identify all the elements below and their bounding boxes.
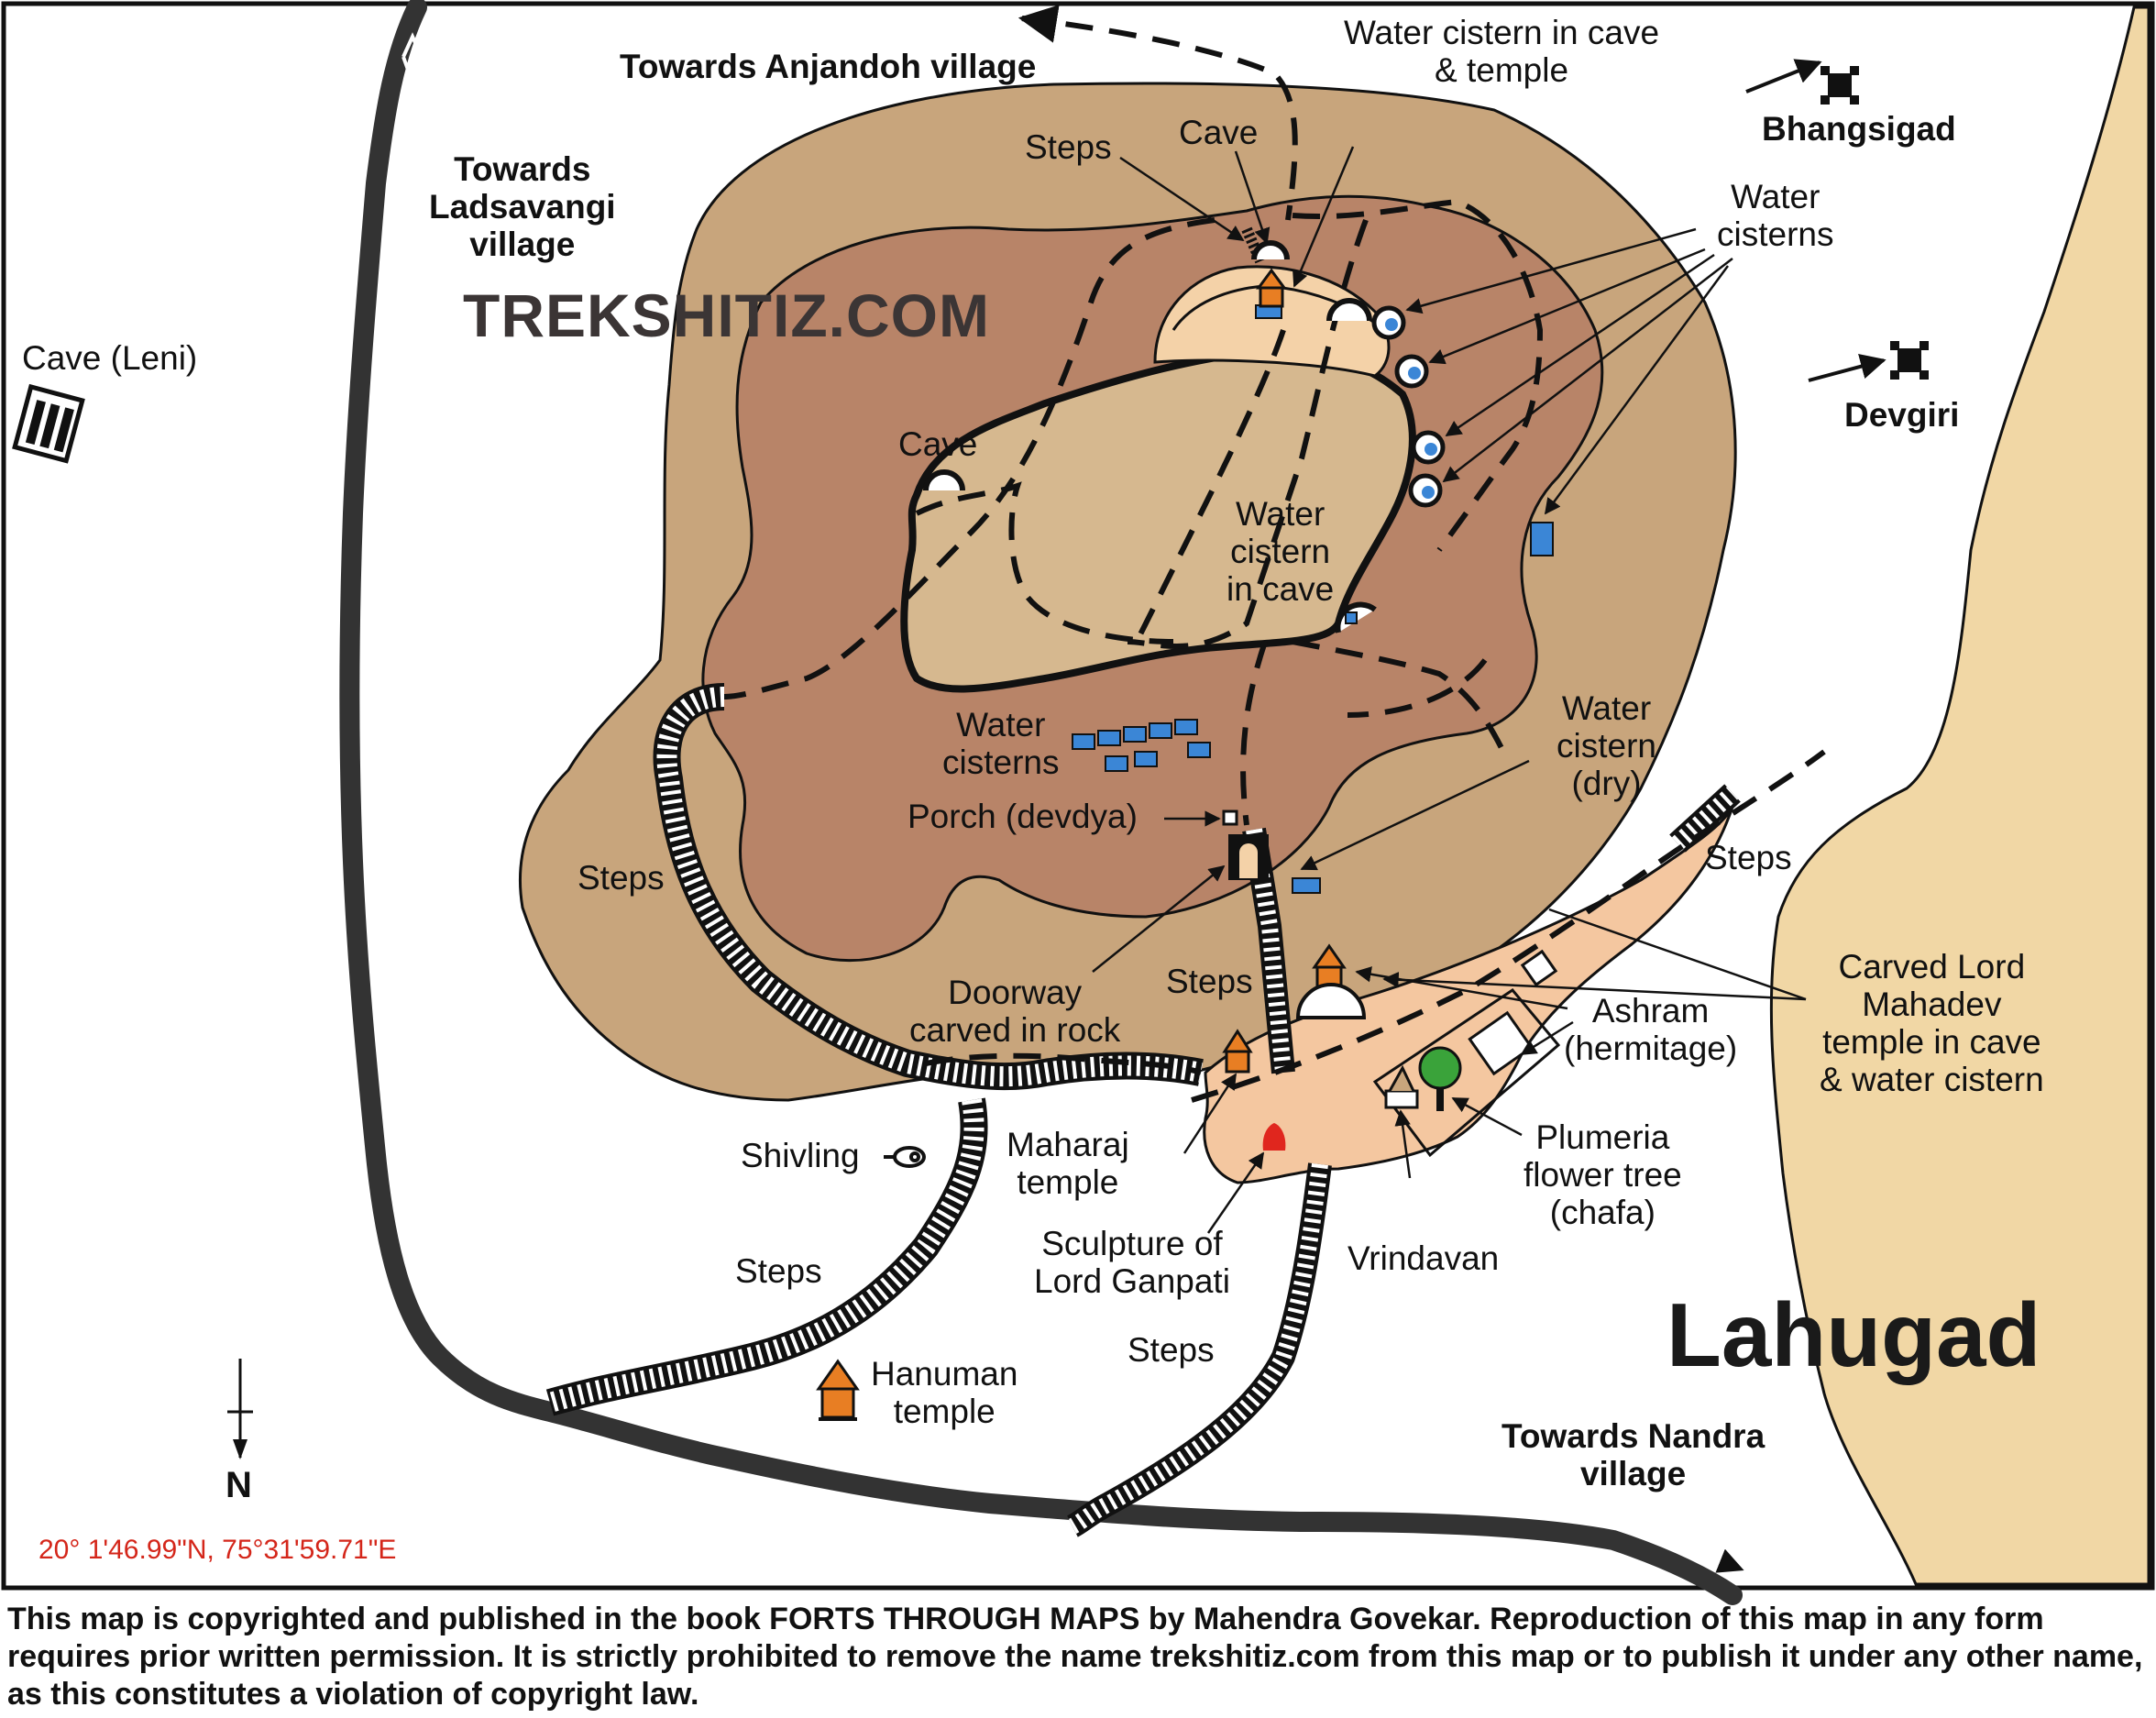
coordinates: 20° 1'46.99"N, 75°31'59.71"E — [38, 1535, 397, 1565]
watermark: TREKSHITIZ.COM — [463, 281, 990, 349]
leader-line-carved-temple — [1548, 908, 1807, 1001]
road-arrow-east — [1713, 1548, 1744, 1573]
label-devgiri: Devgiri — [1844, 396, 1960, 434]
north-label: N — [226, 1465, 252, 1505]
steps-lower-left-tread — [546, 1098, 984, 1413]
cistern-icon — [1134, 751, 1158, 767]
cistern-cave-water — [1385, 318, 1437, 499]
vrindavan-icon — [1384, 1064, 1419, 1109]
doorway-arch — [1239, 843, 1258, 878]
temple-area — [1203, 806, 1734, 1184]
label-shivling: Shivling — [741, 1137, 860, 1174]
arrow-bhangsigad — [1745, 59, 1822, 94]
label-steps-lower-left: Steps — [735, 1252, 822, 1290]
porch-icon — [1222, 809, 1238, 826]
mahadev-cave — [1295, 983, 1367, 1019]
label-cave-leni: Cave (Leni) — [22, 339, 198, 377]
steps-center-tread — [1246, 828, 1292, 1074]
cistern-icon — [1149, 722, 1172, 739]
label-steps-right: Steps — [1705, 839, 1792, 876]
plains-area — [1769, 6, 2150, 1586]
label-porch: Porch (devdya) — [908, 798, 1138, 835]
ganpati-icon — [1262, 1123, 1286, 1151]
temple-icon-maharaj — [1222, 1029, 1253, 1074]
shivling-icon — [884, 1146, 926, 1168]
arrow-devgiri — [1808, 354, 1886, 382]
label-anjandoh: Towards Anjandoh village — [620, 48, 1037, 85]
label-cave-left: Cave — [898, 425, 978, 463]
ashram-icon — [1468, 1010, 1534, 1076]
label-ashram: Ashram(hermitage) — [1564, 992, 1738, 1067]
cave-icon — [1251, 240, 1290, 260]
cistern-icon — [1105, 755, 1128, 772]
cistern-icon — [1530, 522, 1554, 556]
main-road — [339, 0, 1743, 1605]
north-arrow-head — [233, 1439, 248, 1459]
cistern-icon — [1345, 611, 1358, 624]
label-vrindavan: Vrindavan — [1348, 1239, 1500, 1277]
road-arrow-north — [402, 32, 424, 83]
trails — [723, 16, 1826, 1103]
cave-leni-icon — [12, 383, 85, 464]
cistern-icon — [1097, 730, 1121, 746]
ashram-enclosure — [1372, 988, 1561, 1158]
label-steps-center: Steps — [1166, 963, 1253, 1000]
trail-arrow-anjandoh — [1018, 5, 1060, 43]
steps-left-tread — [656, 687, 1204, 1087]
cistern-icon — [1292, 877, 1321, 894]
steps-right-tread — [1671, 787, 1739, 850]
ashram-icon — [1520, 949, 1558, 987]
label-steps-left: Steps — [578, 859, 665, 897]
cistern-icon — [1072, 733, 1095, 750]
label-steps-bottom: Steps — [1128, 1331, 1215, 1369]
fort-icon-bhangsigad — [1820, 66, 1859, 105]
temple-icon-summit — [1256, 268, 1287, 308]
cistern-icon — [1123, 726, 1147, 743]
label-cave-top: Cave — [1179, 114, 1259, 151]
cistern-icon — [1187, 742, 1211, 758]
plumeria-tree-icon — [1418, 1046, 1462, 1111]
cave-icon — [1326, 298, 1372, 322]
label-steps-top: Steps — [1025, 128, 1112, 166]
cave-icon — [923, 469, 965, 491]
label-cistern-temple: Water cistern in cave& temple — [1344, 14, 1660, 89]
fort-icon-devgiri — [1890, 341, 1929, 380]
leader-lines — [1092, 146, 1807, 1234]
cistern-icon — [1174, 719, 1198, 735]
label-bhangsigad: Bhangsigad — [1762, 110, 1956, 148]
map-title: Lahugad — [1666, 1284, 2041, 1385]
copyright-footer: This map is copyrighted and published in… — [7, 1602, 2143, 1712]
steps-bottom-tread — [1068, 1162, 1328, 1535]
fort-icons — [1820, 66, 1929, 380]
